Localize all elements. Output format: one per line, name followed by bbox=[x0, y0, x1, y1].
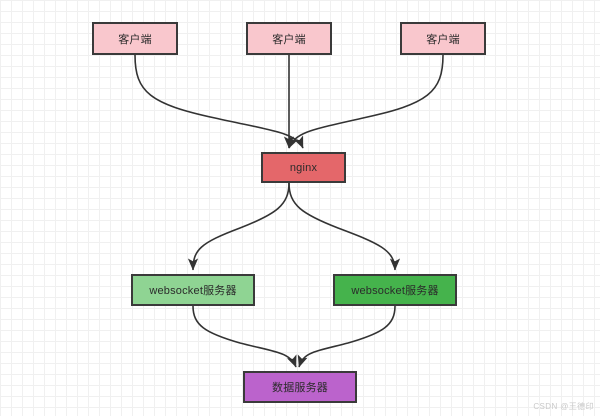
edge-client3-nginx bbox=[288, 54, 444, 149]
node-websocket-server-right[interactable]: websocket服务器 bbox=[333, 274, 457, 306]
edge-nginx-wsleft bbox=[187, 182, 290, 271]
node-client-1[interactable]: 客户端 bbox=[92, 22, 178, 55]
node-label: 数据服务器 bbox=[272, 382, 328, 394]
edge-client1-nginx bbox=[134, 54, 304, 149]
node-label: 客户端 bbox=[272, 33, 306, 46]
node-label: websocket服务器 bbox=[351, 285, 439, 297]
node-label: 客户端 bbox=[426, 33, 460, 46]
edge-wsright-data bbox=[297, 305, 396, 368]
node-client-3[interactable]: 客户端 bbox=[400, 22, 486, 55]
edge-wsleft-data bbox=[192, 305, 297, 368]
node-data-server[interactable]: 数据服务器 bbox=[243, 371, 357, 403]
node-nginx[interactable]: nginx bbox=[261, 152, 346, 183]
edge-nginx-wsright bbox=[288, 182, 401, 271]
watermark: CSDN @王德印 bbox=[533, 402, 594, 411]
node-label: websocket服务器 bbox=[149, 285, 237, 297]
node-websocket-server-left[interactable]: websocket服务器 bbox=[131, 274, 255, 306]
node-label: 客户端 bbox=[118, 33, 152, 46]
node-label: nginx bbox=[289, 161, 318, 174]
node-client-2[interactable]: 客户端 bbox=[246, 22, 332, 55]
